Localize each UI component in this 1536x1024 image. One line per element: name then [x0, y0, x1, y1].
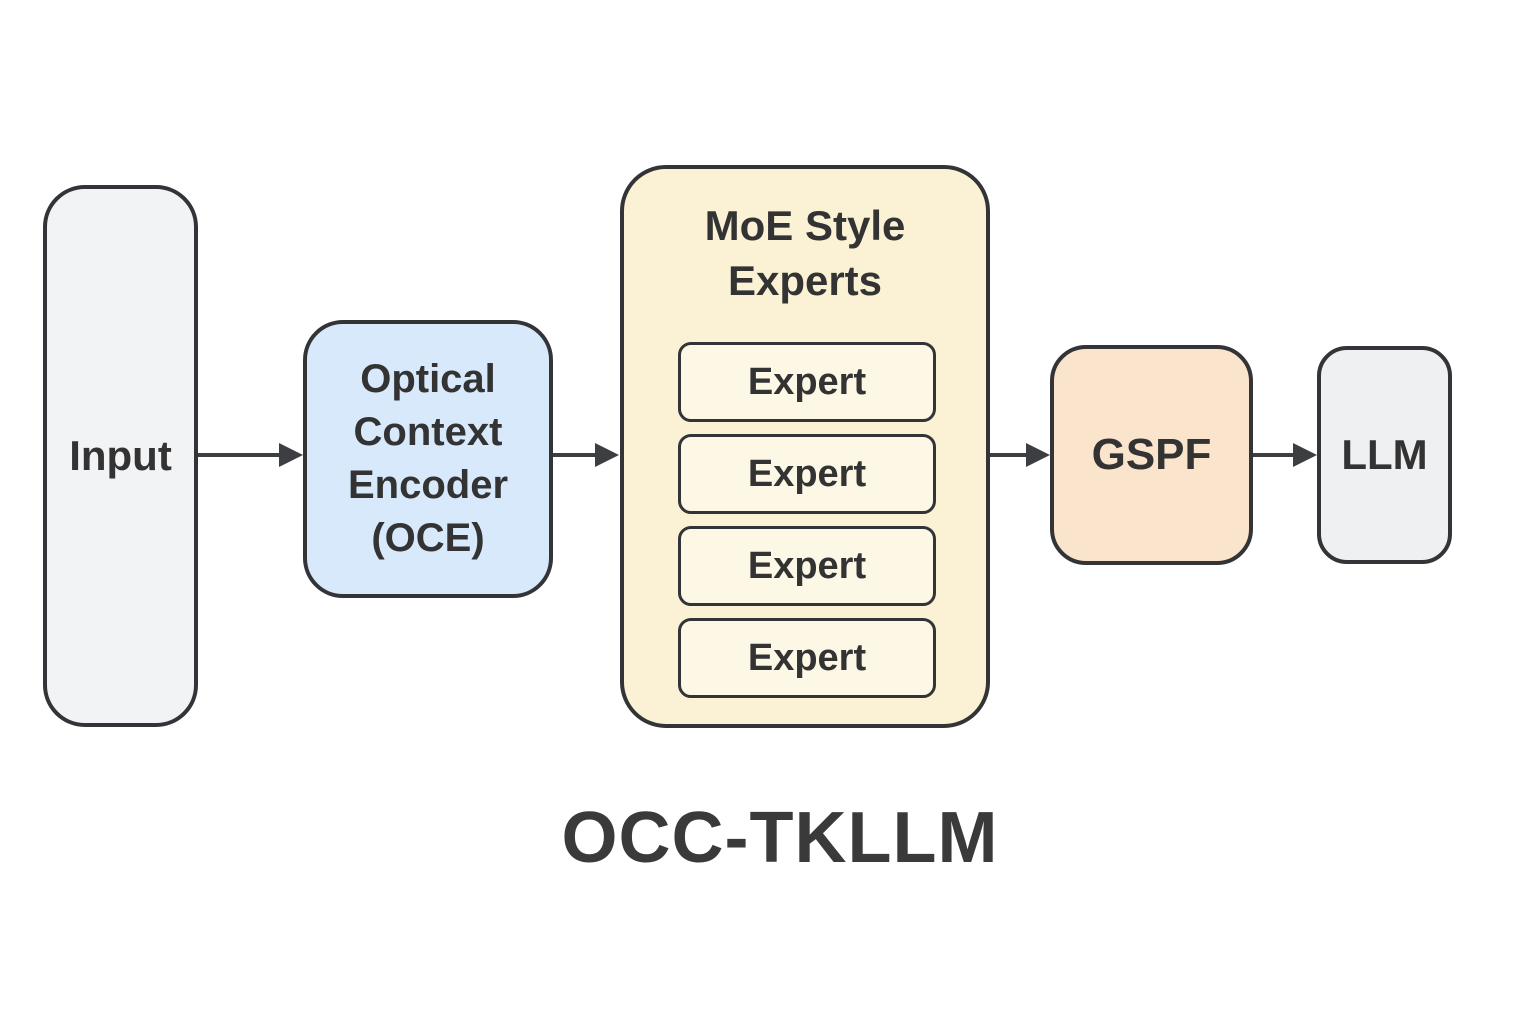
expert-box: Expert — [678, 618, 936, 698]
expert-label: Expert — [747, 360, 867, 403]
node-oce-label: Optical Context Encoder (OCE) — [347, 357, 509, 560]
experts-column: Expert Expert Expert Expert — [678, 342, 936, 698]
expert-box: Expert — [678, 342, 936, 422]
expert-label: Expert — [747, 452, 867, 495]
node-optical-context-encoder: Optical Context Encoder (OCE) — [303, 320, 553, 598]
node-llm: LLM — [1317, 346, 1452, 564]
expert-label: Expert — [747, 636, 867, 679]
node-moe-style-experts: MoE Style Experts Expert Expert Expert E… — [620, 165, 990, 728]
node-gspf-label: GSPF — [1091, 430, 1212, 479]
node-input-label: Input — [69, 432, 172, 479]
expert-box: Expert — [678, 434, 936, 514]
node-llm-label: LLM — [1341, 431, 1428, 478]
expert-label: Expert — [747, 544, 867, 587]
arrow-oce-to-moe — [553, 443, 619, 467]
arrow-input-to-oce — [198, 443, 303, 467]
node-gspf: GSPF — [1050, 345, 1253, 565]
arrow-moe-to-gspf — [990, 443, 1050, 467]
arrow-gspf-to-llm — [1253, 443, 1317, 467]
node-input: Input — [43, 185, 198, 727]
diagram-title: OCC-TKLLM — [561, 798, 999, 878]
moe-header-label: MoE Style Experts — [704, 202, 906, 304]
expert-box: Expert — [678, 526, 936, 606]
